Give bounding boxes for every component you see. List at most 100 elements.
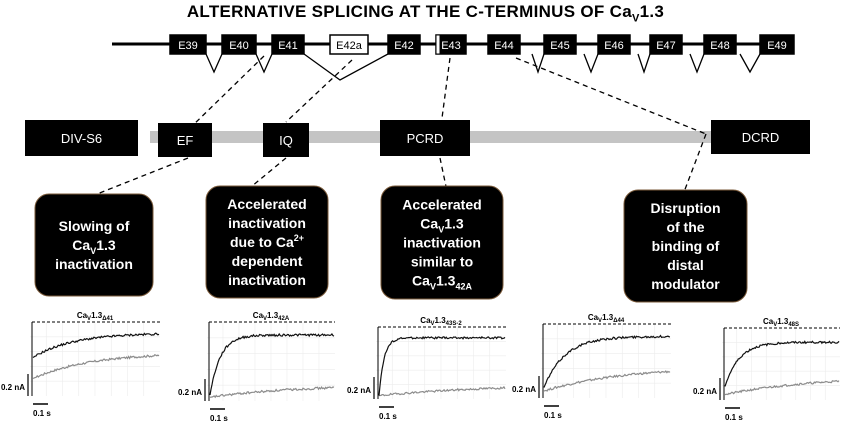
- time-scale-label: 0.1 s: [544, 411, 562, 420]
- effect-text-line: Accelerated: [402, 197, 481, 213]
- trace-label-5: CaV1.348S: [763, 317, 799, 328]
- effect-text-line: inactivation: [228, 215, 306, 231]
- connector-line: [515, 57, 707, 135]
- effect-box-2: [205, 185, 329, 299]
- exon-label-e42: E42: [394, 40, 414, 52]
- connector-line: [187, 55, 265, 131]
- time-scale-label: 0.1 s: [210, 414, 228, 423]
- exon-label-e49: E49: [767, 40, 787, 52]
- exon-e47: [649, 34, 683, 55]
- title-text: ALTERNATIVE SPLICING AT THE C-TERMINUS O…: [186, 2, 632, 21]
- exon-e42a: [329, 34, 369, 55]
- effect-text-line: inactivation: [228, 272, 306, 288]
- exon-e39: [169, 34, 207, 55]
- effect-text-line: CaV1.342A: [412, 273, 472, 292]
- exon-e43-notch: [435, 34, 441, 55]
- trace-panel-2: CaV1.342A 0.2 nA 0.1 s: [178, 311, 335, 423]
- connector-line: [439, 157, 449, 197]
- exon-e41: [271, 34, 305, 55]
- exon-e44: [487, 34, 521, 55]
- domain-label-div-s6: DIV-S6: [61, 131, 102, 146]
- exon-label-e48: E48: [710, 40, 730, 52]
- exon-label-e42a: E42a: [336, 40, 363, 52]
- exon-label-e45: E45: [550, 40, 570, 52]
- domain-label-pcrd: PCRD: [407, 131, 444, 146]
- splice-line: [583, 53, 599, 74]
- splice-line-e42a: [303, 53, 389, 81]
- splice-line: [739, 53, 761, 74]
- exon-label-e40: E40: [229, 40, 249, 52]
- current-trace: [32, 332, 160, 359]
- current-scale-label: 0.2 nA: [347, 386, 371, 395]
- trace-panel-4: CaV1.3Δ44 0.2 nA 0.1 s: [512, 313, 671, 420]
- effect-text-line: inactivation: [55, 256, 133, 272]
- exon-label-e44: E44: [494, 40, 514, 52]
- exon-e49: [759, 34, 795, 55]
- current-scale-label: 0.2 nA: [512, 385, 536, 394]
- effect-box-1: [34, 193, 154, 297]
- current-trace: [32, 353, 160, 380]
- trace-label-3: CaV1.343S-2: [420, 316, 462, 327]
- trace-panel-3: CaV1.343S-2 0.2 nA 0.1 s: [347, 316, 506, 421]
- effect-text-line: Slowing of: [59, 218, 130, 234]
- current-scale-label: 0.2 nA: [178, 388, 202, 397]
- effect-text-line: CaV1.3: [420, 216, 464, 235]
- current-trace: [543, 334, 671, 388]
- connector-line: [285, 59, 353, 123]
- exon-label-e39: E39: [178, 40, 198, 52]
- effect-text-line: Accelerated: [227, 196, 306, 212]
- effect-text-line: dependent: [232, 253, 303, 269]
- exon-e45: [543, 34, 577, 55]
- exon-label-e46: E46: [604, 40, 624, 52]
- effect-text-line: inactivation: [403, 235, 481, 251]
- current-trace: [724, 340, 840, 387]
- domain-label-ef: EF: [177, 133, 194, 148]
- effect-text-line: distal: [667, 257, 704, 273]
- effect-box-3: [380, 185, 504, 300]
- domain-label-dcrd: DCRD: [742, 130, 780, 145]
- trace-label-2: CaV1.342A: [253, 311, 290, 322]
- effect-box-4: [623, 189, 748, 303]
- domain-label-iq: IQ: [279, 133, 293, 148]
- current-trace: [543, 370, 671, 392]
- splice-line: [689, 53, 705, 74]
- current-trace: [378, 385, 506, 397]
- domain-pcrd: [380, 120, 470, 156]
- connector-line: [683, 133, 707, 193]
- exon-e42: [387, 34, 421, 55]
- current-trace: [209, 332, 335, 396]
- current-scale-label: 0.2 nA: [693, 387, 717, 396]
- title-tail: 1.3: [639, 2, 665, 21]
- exon-label-e43: E43: [441, 40, 461, 52]
- time-scale-label: 0.1 s: [33, 409, 51, 418]
- title-subscript: V: [631, 12, 640, 25]
- exon-e48: [703, 34, 737, 55]
- exon-label-e47: E47: [656, 40, 676, 52]
- trace-label-4: CaV1.3Δ44: [588, 313, 625, 324]
- splice-line: [205, 53, 223, 74]
- effect-text-line: of the: [666, 219, 704, 235]
- connector-line: [441, 57, 451, 119]
- current-scale-label: 0.2 nA: [1, 383, 25, 392]
- trace-panel-5: CaV1.348S 0.2 nA 0.1 s: [693, 317, 840, 422]
- effect-text-line: similar to: [411, 254, 473, 270]
- connector-line: [91, 157, 189, 197]
- current-trace: [209, 385, 335, 399]
- figure-title: ALTERNATIVE SPLICING AT THE C-TERMINUS O…: [0, 2, 851, 24]
- exon-label-e41: E41: [278, 40, 298, 52]
- time-scale-label: 0.1 s: [379, 412, 397, 421]
- trace-label-1: CaV1.3Δ41: [77, 311, 114, 322]
- current-trace: [724, 379, 840, 396]
- domain-dcrd: [711, 120, 810, 154]
- effect-text-line: CaV1.3: [72, 237, 116, 256]
- trace-panel-1: CaV1.3Δ41 0.2 nA 0.1 s: [1, 311, 160, 418]
- splice-line: [637, 53, 651, 75]
- effect-text-line: Disruption: [651, 200, 721, 216]
- exon-e40: [221, 34, 257, 55]
- splice-line: [531, 53, 545, 75]
- current-trace: [378, 335, 506, 396]
- time-scale-label: 0.1 s: [725, 413, 743, 422]
- effect-text-line: due to Ca2+: [230, 233, 304, 250]
- splice-line: [255, 53, 273, 74]
